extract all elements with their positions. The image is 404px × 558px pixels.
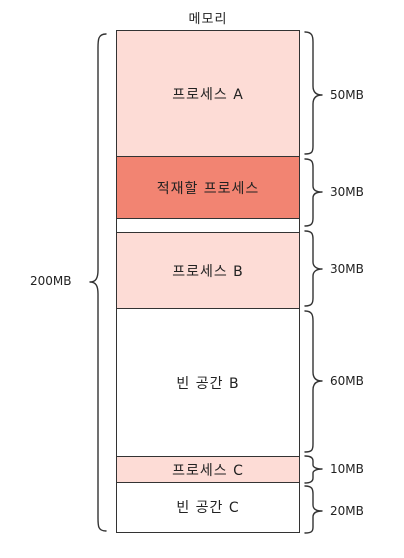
size-brace-a (304, 31, 323, 155)
size-brace-b (304, 230, 323, 307)
size-label-b: 30MB (330, 262, 364, 276)
size-label-free-c: 20MB (330, 504, 364, 518)
block-process-b: 프로세스 B (117, 233, 299, 309)
size-label-loading: 30MB (330, 185, 364, 199)
block-loading-process: 적재할 프로세스 (117, 157, 299, 219)
size-brace-free-c (304, 485, 323, 534)
block-label: 프로세스 A (172, 86, 244, 103)
block-process-a: 프로세스 A (117, 31, 299, 157)
block-free-c: 빈 공간 C (117, 483, 299, 531)
size-brace-c (304, 455, 323, 484)
block-label: 빈 공간 C (176, 500, 240, 516)
block-label: 프로세스 C (172, 462, 244, 479)
size-brace-loading (304, 158, 323, 227)
block-process-c: 프로세스 C (117, 457, 299, 483)
size-label-a: 50MB (330, 88, 364, 102)
diagram-title: 메모리 (188, 12, 228, 27)
block-label: 프로세스 B (172, 263, 244, 280)
memory-column: 프로세스 A 적재할 프로세스 프로세스 B 빈 공간 B 프로세스 C 빈 공… (116, 30, 300, 533)
block-gap (117, 219, 299, 233)
block-label: 빈 공간 B (176, 375, 240, 392)
total-size-label: 200MB (30, 274, 72, 288)
total-brace (89, 33, 107, 532)
size-label-c: 10MB (330, 462, 364, 476)
block-free-b: 빈 공간 B (117, 309, 299, 457)
size-brace-free-b (304, 310, 323, 453)
block-label: 적재할 프로세스 (156, 180, 260, 197)
size-label-free-b: 60MB (330, 374, 364, 388)
